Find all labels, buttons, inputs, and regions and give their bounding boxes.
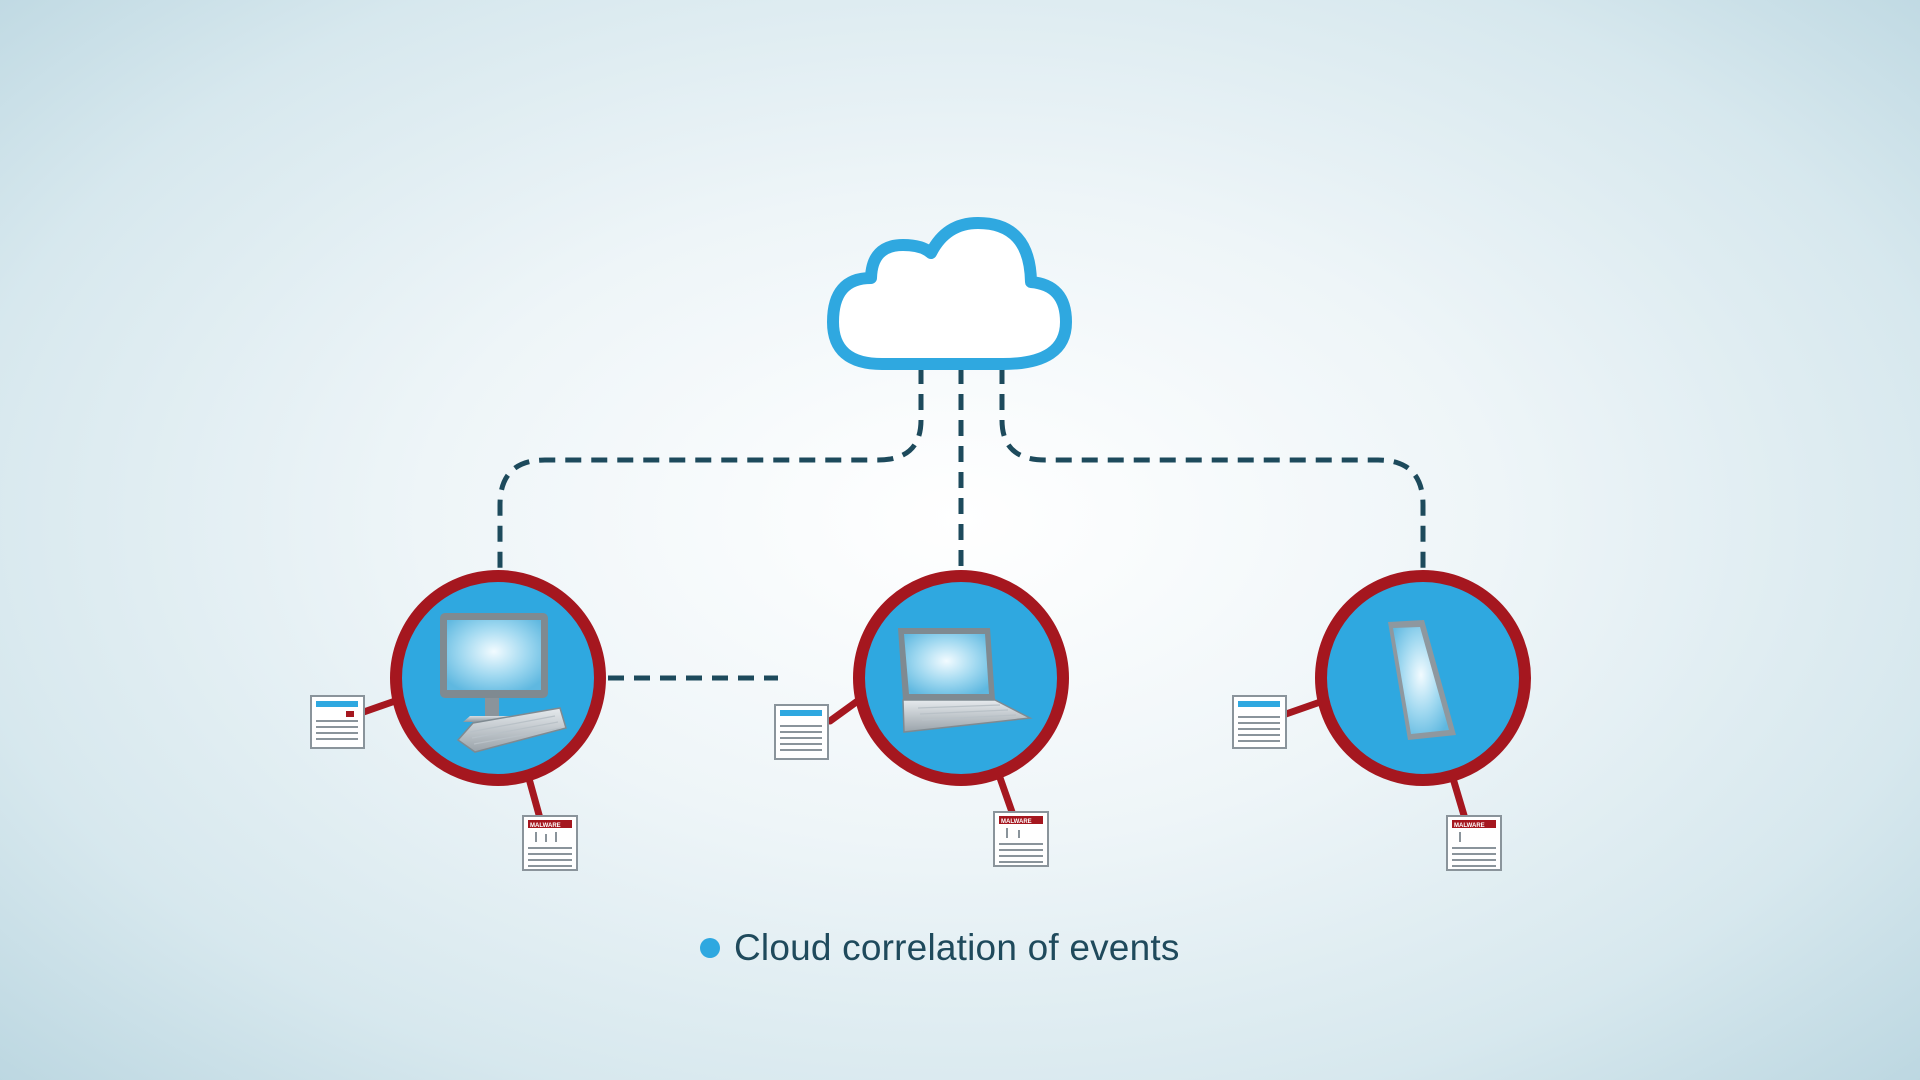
connection-cloud-tablet bbox=[999, 368, 1426, 570]
tablet-icon bbox=[1388, 620, 1456, 740]
document-icon-desktop bbox=[310, 695, 365, 749]
document-spokes bbox=[354, 696, 1470, 826]
bullet-dot bbox=[700, 938, 720, 958]
node-desktop bbox=[390, 570, 606, 786]
cloud-icon bbox=[827, 217, 1072, 370]
caption-text: Cloud correlation of events bbox=[734, 927, 1180, 968]
malware-report-icon-tablet: MALWARE bbox=[1446, 815, 1502, 871]
laptop-icon bbox=[898, 628, 1033, 733]
connection-cloud-desktop bbox=[497, 368, 924, 570]
node-laptop bbox=[853, 570, 1069, 786]
desktop-computer-icon bbox=[440, 613, 567, 753]
malware-report-icon-laptop: MALWARE bbox=[993, 811, 1049, 867]
malware-report-icon-desktop: MALWARE bbox=[522, 815, 578, 871]
document-icon-laptop bbox=[774, 704, 829, 760]
malware-label: MALWARE bbox=[1454, 823, 1485, 829]
cloud-connections bbox=[497, 368, 1426, 681]
malware-label: MALWARE bbox=[530, 823, 561, 829]
malware-label: MALWARE bbox=[1001, 819, 1032, 825]
document-icon-tablet bbox=[1232, 695, 1287, 749]
caption: Cloud correlation of events bbox=[700, 926, 1180, 970]
node-tablet bbox=[1315, 570, 1531, 786]
